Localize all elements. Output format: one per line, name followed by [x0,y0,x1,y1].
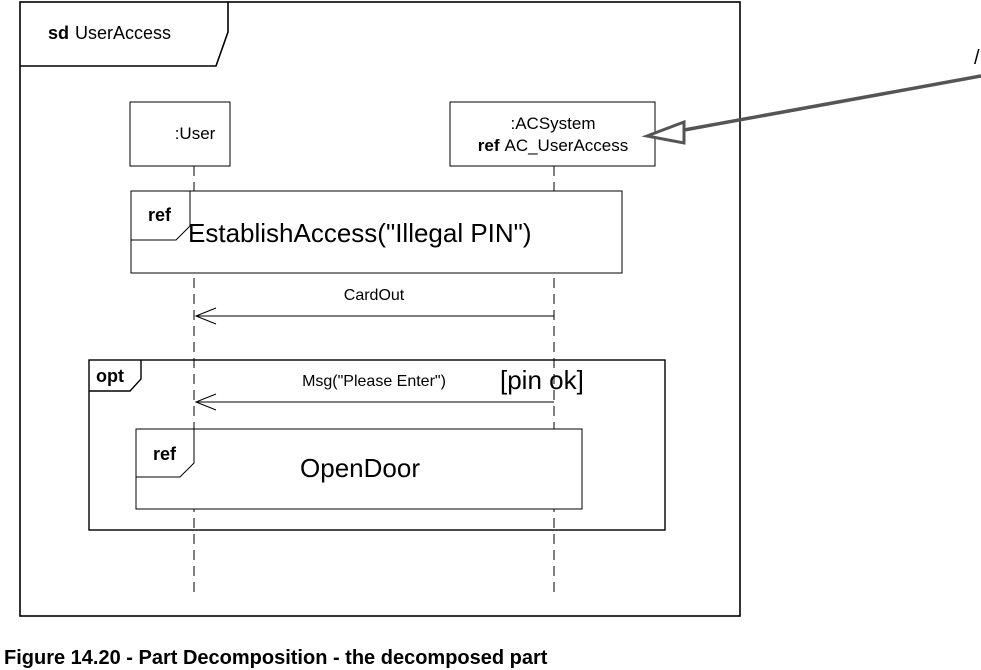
acsystem-lifeline-name: :ACSystem [510,114,595,133]
message-cardout: CardOut [194,287,554,325]
opt-fragment: opt [pin ok] [88,359,666,531]
ref-establish-access: ref EstablishAccess("Illegal PIN") [130,190,623,274]
note-mark: / [974,47,980,69]
ref-keyword: ref [148,205,172,225]
ref-establish-access-name: EstablishAccess("Illegal PIN") [188,218,532,248]
note-arrow: / [641,47,981,145]
message-please-enter-label: Msg("Please Enter") [302,373,446,390]
opt-guard: [pin ok] [500,365,584,395]
ref-keyword: ref [153,444,177,464]
ref-open-door: ref OpenDoor [135,428,583,510]
user-lifeline-head: :User [129,101,231,167]
message-please-enter: Msg("Please Enter") [194,373,554,411]
message-cardout-label: CardOut [344,287,405,304]
figure-caption: Figure 14.20 - Part Decomposition - the … [4,647,548,669]
user-lifeline-name: :User [175,124,216,143]
opt-operator: opt [96,366,124,386]
ref-open-door-name: OpenDoor [300,453,420,483]
arrowhead-icon [641,119,686,145]
